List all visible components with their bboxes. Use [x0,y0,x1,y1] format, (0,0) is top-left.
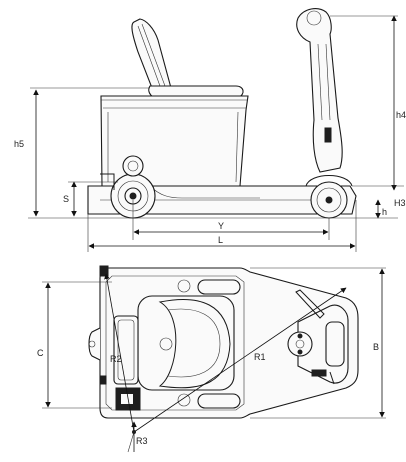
steering-column [296,8,343,173]
caster-wheel [110,155,156,219]
tiller-handle [306,10,322,26]
h3-label: H3 [394,198,406,208]
l-label: L [218,235,223,245]
side-dimensions: h5 S h4 H3 h Y L [14,15,406,252]
r3-label: R3 [136,436,148,446]
seat-top [137,295,235,391]
r1-radius-line [133,287,347,433]
b-label: B [373,342,379,352]
h-label: h [382,207,387,217]
y-label: Y [218,221,224,231]
seat-back [131,18,172,89]
tiller-base-top [287,289,349,385]
body-housing [100,95,249,187]
side-view [87,8,357,219]
s-label: S [63,194,69,204]
top-view [88,265,359,419]
h4-label: h4 [396,110,406,120]
r1-label: R1 [254,352,266,362]
r2-radius-line [104,273,135,433]
h5-label: h5 [14,139,24,149]
r2-label: R2 [110,354,122,364]
top-dimensions: C B R1 R2 R3 [37,267,386,453]
control-panel [324,127,332,143]
c-label: C [37,348,44,358]
